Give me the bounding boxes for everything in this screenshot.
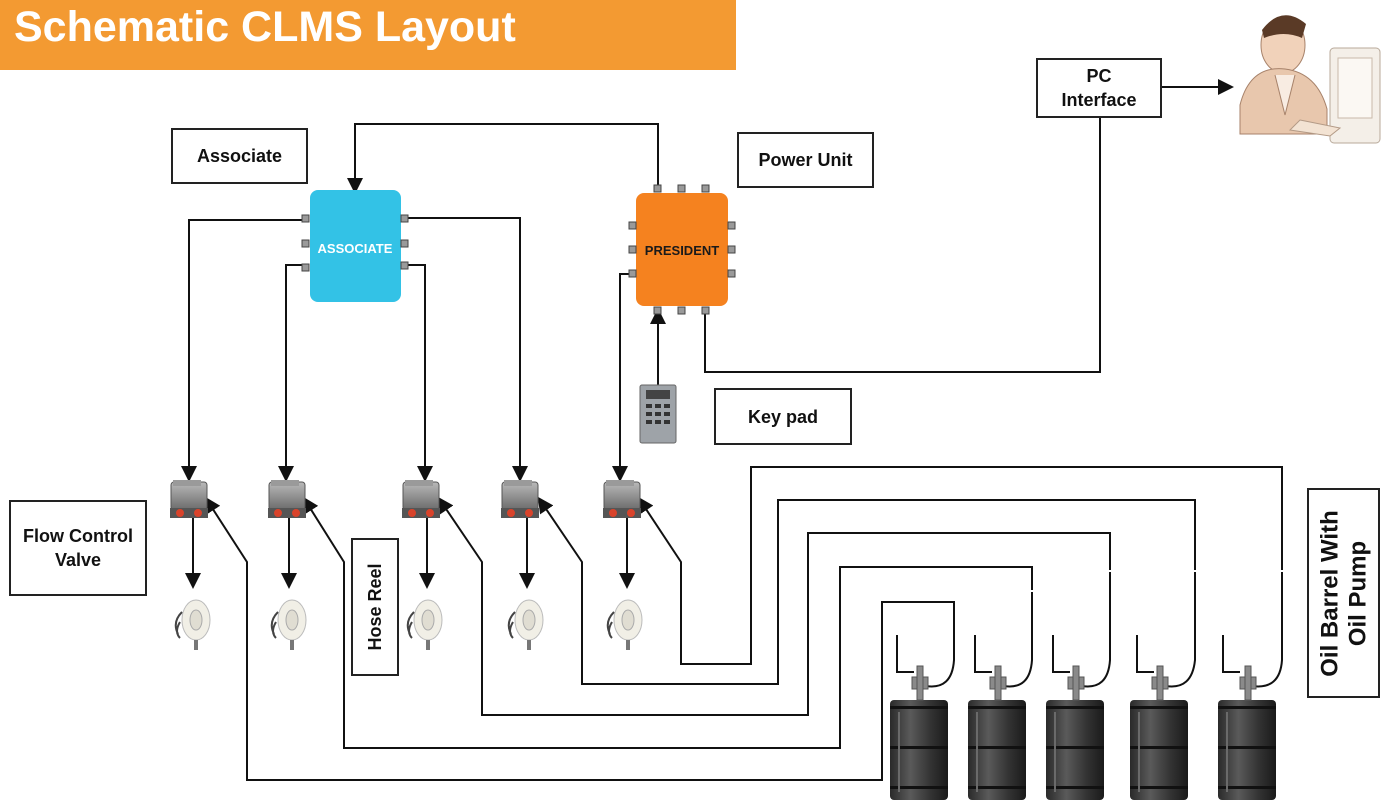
oil-barrel-label-box: Oil Barrel With Oil Pump <box>1307 488 1380 698</box>
power-unit-label: Power Unit <box>758 150 853 170</box>
associate-controller <box>301 190 409 302</box>
associate-label-box: Associate <box>171 128 308 184</box>
hose-reel-label: Hose Reel <box>365 563 385 651</box>
associate-controller-label: ASSOCIATE <box>318 241 393 256</box>
flow-control-valve-label-line1: Flow Control <box>23 526 133 546</box>
title-bar: Schematic CLMS Layout <box>0 0 736 70</box>
flow-control-valve-icon <box>169 479 642 519</box>
associate-label: Associate <box>196 146 283 166</box>
key-pad-label: Key pad <box>747 406 819 427</box>
page-title: Schematic CLMS Layout <box>14 3 516 51</box>
pc-interface-label-line1: PC <box>1086 66 1112 86</box>
flow-control-valve-label-line2: Valve <box>54 550 102 570</box>
oil-barrel-icon <box>890 665 1276 800</box>
key-pad-label-box: Key pad <box>714 388 852 445</box>
operator-at-pc-icon <box>1239 15 1381 144</box>
keypad-icon <box>639 384 677 444</box>
oil-barrel-label-line1: Oil Barrel With <box>1315 509 1343 677</box>
pc-interface-label-line2: Interface <box>1061 90 1137 110</box>
hose-reel-icon <box>174 599 643 651</box>
president-controller <box>628 184 736 315</box>
power-unit-label-box: Power Unit <box>737 132 874 188</box>
pc-interface-box: PC Interface <box>1036 58 1162 118</box>
flow-control-valve-label-box: Flow Control Valve <box>9 500 147 596</box>
oil-barrel-label-line2: Oil Pump <box>1343 540 1371 646</box>
president-controller-label: PRESIDENT <box>645 243 719 258</box>
hose-reel-label-box: Hose Reel <box>351 538 399 676</box>
